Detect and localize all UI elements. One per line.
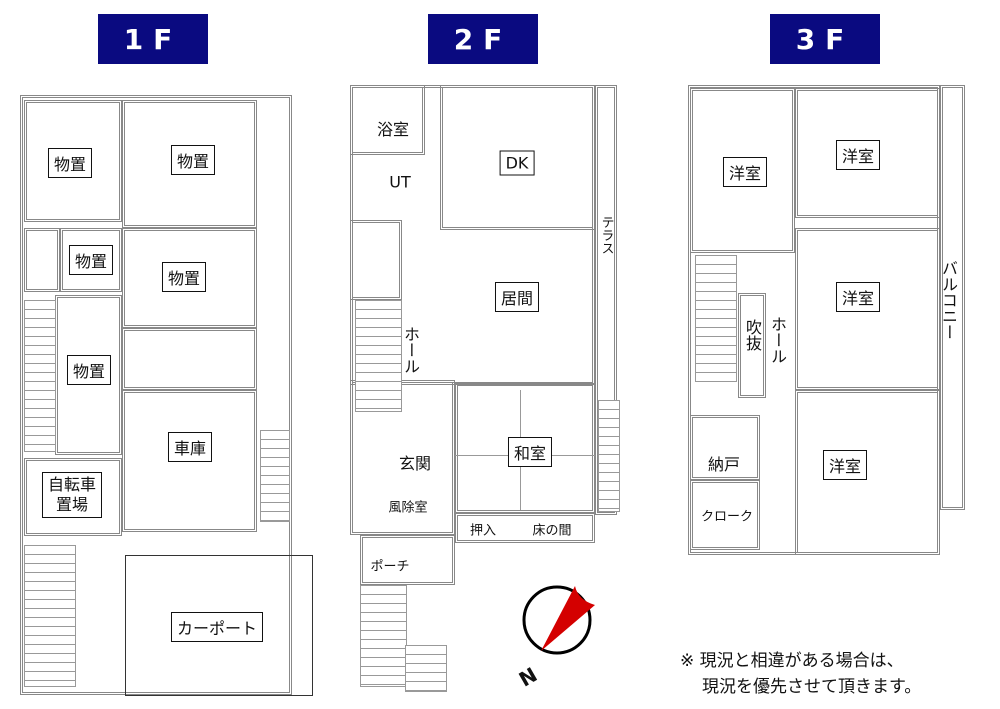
room-tokonoma: 床の間 — [532, 523, 572, 539]
room-western-1: 洋室 — [722, 157, 768, 187]
room-bicycle-parking: 自転車 置場 — [41, 472, 103, 518]
room-hall-3f: ホール — [768, 316, 787, 364]
room-western-2: 洋室 — [835, 140, 881, 170]
room-porch: ポーチ — [370, 559, 410, 575]
room-western-3: 洋室 — [835, 282, 881, 312]
room-storage-1: 物置 — [47, 148, 93, 178]
room-carport: カーポート — [170, 612, 264, 642]
room-storeroom: 納戸 — [707, 455, 741, 474]
room-atrium: 吹抜 — [743, 319, 762, 351]
note-line-2: 現況を優先させて頂きます。 — [702, 677, 922, 697]
floor-1-header: 1F — [98, 14, 208, 64]
room-balcony: バルコニー — [939, 260, 958, 340]
disclaimer-note: ※ 現況と相違がある場合は、 現況を優先させて頂きます。 — [680, 648, 921, 700]
room-cloak: クローク — [700, 509, 754, 525]
room-terrace: テラス — [598, 215, 614, 255]
room-closet: 押入 — [469, 523, 497, 539]
room-western-4: 洋室 — [822, 450, 868, 480]
room-windbreak: 風除室 — [388, 500, 428, 516]
room-garage: 車庫 — [167, 432, 213, 462]
compass-needle — [541, 586, 595, 651]
room-storage-2: 物置 — [170, 145, 216, 175]
note-line-1: ※ 現況と相違がある場合は、 — [680, 651, 904, 671]
room-storage-3: 物置 — [68, 245, 114, 275]
room-utility: UT — [389, 172, 411, 192]
room-entrance: 玄関 — [398, 454, 432, 473]
room-living: 居間 — [494, 282, 540, 312]
floor-3-header: 3F — [770, 14, 880, 64]
room-storage-4: 物置 — [161, 262, 207, 292]
room-hall-2f: ホール — [401, 326, 420, 374]
room-dining-kitchen: DK — [499, 150, 535, 176]
room-storage-5: 物置 — [66, 355, 112, 385]
floor-2-header: 2F — [428, 14, 538, 64]
room-japanese: 和室 — [507, 437, 553, 467]
room-bathroom: 浴室 — [376, 120, 410, 139]
